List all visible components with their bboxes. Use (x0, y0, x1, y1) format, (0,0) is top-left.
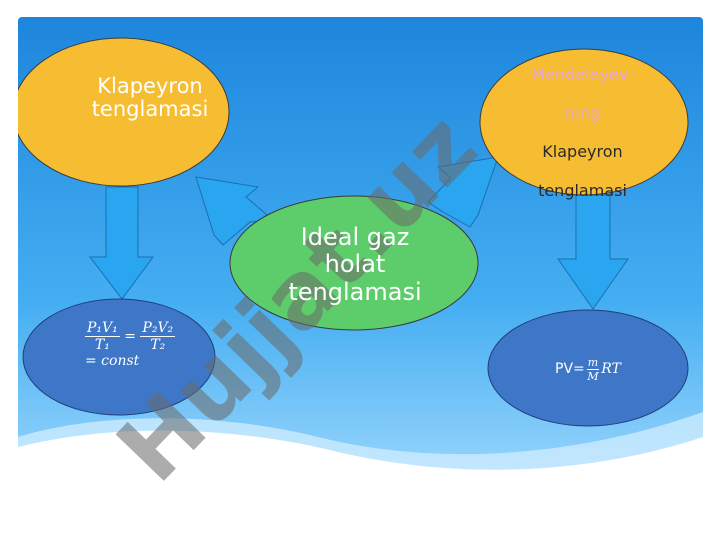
mass-denominator: M (587, 369, 599, 383)
label-mendeleyev-line2: ning (565, 103, 600, 123)
label-mendeleyev-line4: tenglamasi (538, 180, 627, 200)
node-mendeleyev-klapeyron (479, 48, 689, 196)
mass-numerator: m (586, 355, 600, 370)
slide-canvas: Hujjat.uz (18, 17, 703, 537)
label-mendeleyev-line1: Mendeleyev- (531, 65, 634, 85)
wave-white (18, 430, 703, 537)
label-ideal-gas: Ideal gaz holat tenglamasi (288, 222, 422, 306)
label-mendeleyev-klapeyron: Mendeleyev- ning Klapeyron tenglamasi (500, 65, 665, 199)
equals-sign: = (124, 328, 136, 345)
node-klapeyron-formula (22, 298, 216, 416)
formula-suffix: RT (601, 361, 621, 377)
node-klapeyron (18, 37, 230, 187)
fraction-2-numerator: P₂V₂ (140, 320, 176, 337)
mass-fraction: m M (586, 355, 600, 383)
arrow-down-right (557, 194, 629, 310)
fraction-1: P₁V₁ T₁ (85, 320, 120, 353)
fraction-2-denominator: T₂ (150, 337, 166, 353)
label-klapeyron: Klapeyron tenglamasi (91, 73, 209, 121)
diagram-background: Hujjat.uz (18, 17, 703, 537)
node-ideal-gas (229, 195, 479, 331)
fraction-2: P₂V₂ T₂ (140, 320, 176, 353)
arrow-up-right (427, 156, 499, 228)
fraction-1-numerator: P₁V₁ (85, 320, 120, 337)
arrow-down-left (88, 186, 154, 300)
node-mendeleyev-formula (487, 309, 689, 427)
formula-prefix: PV= (555, 361, 585, 377)
mendeleyev-formula: PV= m M RT (555, 352, 645, 386)
const-term: = const (85, 353, 140, 369)
klapeyron-formula: P₁V₁ T₁ = P₂V₂ T₂ = const (85, 320, 205, 392)
fraction-1-denominator: T₁ (94, 337, 110, 353)
label-mendeleyev-line3: Klapeyron (542, 142, 623, 162)
